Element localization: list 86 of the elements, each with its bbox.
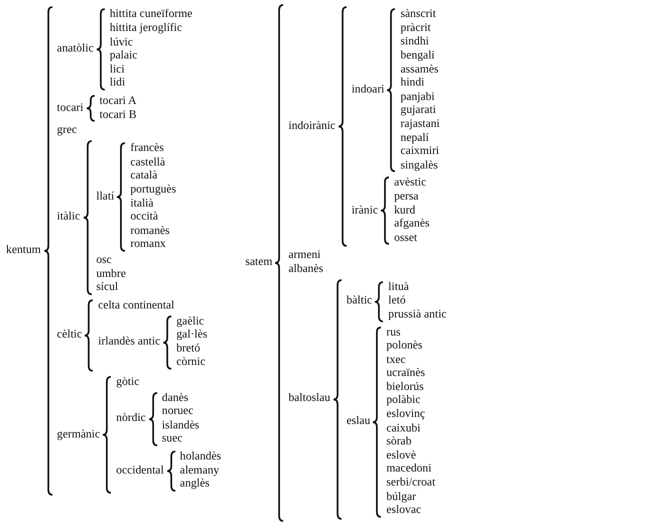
language-name: eslovè bbox=[386, 449, 416, 463]
language-name: hittita jeroglífic bbox=[110, 22, 182, 36]
language-name: portuguès bbox=[130, 183, 176, 197]
language-name: francès bbox=[130, 142, 164, 156]
language-name: osset bbox=[394, 231, 418, 246]
language-name: caixmiri bbox=[400, 145, 440, 159]
language-name: gaèlic bbox=[176, 314, 204, 329]
language-name: tocari B bbox=[99, 108, 136, 122]
language-name: afganès bbox=[394, 218, 430, 232]
language-name: albanès bbox=[288, 262, 324, 277]
language-name: hittita cuneïforme bbox=[110, 8, 192, 22]
branch-name: bàltic bbox=[346, 294, 372, 308]
language-name: gal·lès bbox=[176, 328, 208, 342]
language-name: txec bbox=[386, 353, 406, 368]
language-name: sòrab bbox=[386, 436, 412, 450]
language-name: romanès bbox=[130, 224, 170, 238]
language-name: holandès bbox=[180, 450, 222, 464]
language-name: assamès bbox=[400, 63, 438, 77]
branch-name: eslau bbox=[346, 415, 370, 429]
branch-name: cèltic bbox=[56, 328, 82, 342]
language-name: polonès bbox=[386, 340, 422, 354]
language-name: eslovac bbox=[386, 504, 422, 518]
language-name: polàbic bbox=[386, 394, 420, 408]
language-name: alemany bbox=[180, 464, 220, 478]
branch-name: indoirànic bbox=[288, 120, 336, 134]
branch-name: tocari bbox=[56, 102, 84, 116]
branch-name: llatí bbox=[96, 190, 114, 204]
branch-name: germànic bbox=[56, 428, 100, 442]
branch-name: kentum bbox=[6, 244, 41, 258]
language-name: prussià antic bbox=[388, 308, 447, 322]
language-name: lidi bbox=[110, 76, 126, 91]
branch-name: irànic bbox=[352, 204, 378, 218]
language-name: danès bbox=[162, 391, 188, 406]
language-name: bengali bbox=[400, 49, 435, 64]
language-name: bielorús bbox=[386, 380, 424, 394]
branch-name: anatòlic bbox=[56, 42, 94, 56]
language-name: hindi bbox=[400, 76, 424, 90]
language-name: umbre bbox=[96, 268, 126, 282]
language-name: lúvic bbox=[110, 36, 133, 50]
language-name: lici bbox=[110, 63, 125, 77]
language-name: ucraïnès bbox=[386, 367, 426, 381]
language-name: gòtic bbox=[116, 376, 140, 390]
language-name: noruec bbox=[162, 405, 194, 419]
language-name: kurd bbox=[394, 204, 416, 218]
language-name: bretó bbox=[176, 342, 200, 356]
language-name: italià bbox=[130, 197, 154, 211]
language-name: sindhi bbox=[400, 36, 429, 50]
language-name: caixubi bbox=[386, 422, 420, 436]
branch-name: baltoslau bbox=[288, 392, 330, 406]
branch-name: itàlic bbox=[56, 210, 80, 224]
language-name: suec bbox=[162, 432, 183, 446]
language-name: tocari A bbox=[99, 94, 136, 109]
language-name: macedoni bbox=[386, 462, 432, 477]
language-name: occità bbox=[130, 210, 158, 224]
language-name: celta continental bbox=[98, 299, 174, 313]
language-name: sícul bbox=[96, 281, 118, 296]
language-name: rajastani bbox=[400, 118, 440, 132]
language-name: grec bbox=[56, 124, 77, 138]
language-name: islandès bbox=[162, 418, 200, 433]
language-name: romanx bbox=[130, 238, 166, 252]
language-name: sànscrit bbox=[400, 8, 436, 22]
branch-name: nòrdic bbox=[116, 412, 146, 426]
branch-name: irlandès antic bbox=[98, 335, 160, 350]
branch-name: satem bbox=[245, 256, 272, 270]
language-name: panjabi bbox=[400, 90, 435, 104]
branch-name: indoari bbox=[352, 84, 384, 98]
language-name: pràcrit bbox=[400, 22, 431, 36]
language-name: persa bbox=[394, 190, 419, 204]
language-name: avèstic bbox=[394, 176, 426, 190]
language-name: armeni bbox=[288, 249, 321, 263]
language-name: nepalí bbox=[400, 132, 429, 146]
language-name: singalès bbox=[400, 158, 438, 173]
language-name: castellà bbox=[130, 156, 166, 170]
language-name: eslovinç bbox=[386, 408, 426, 422]
language-name: letó bbox=[388, 294, 406, 308]
language-name: palaic bbox=[110, 49, 138, 64]
language-name: rus bbox=[386, 326, 401, 340]
language-name: català bbox=[130, 170, 158, 184]
language-name: búlgar bbox=[386, 490, 416, 504]
language-name: anglès bbox=[180, 478, 210, 492]
language-name: lituà bbox=[388, 280, 409, 294]
branch-name: occidental bbox=[116, 464, 164, 478]
language-name: osc bbox=[96, 254, 112, 268]
language-name: gujarati bbox=[400, 104, 436, 118]
language-name: serbi/croat bbox=[386, 476, 436, 490]
language-name: còrnic bbox=[176, 356, 206, 370]
